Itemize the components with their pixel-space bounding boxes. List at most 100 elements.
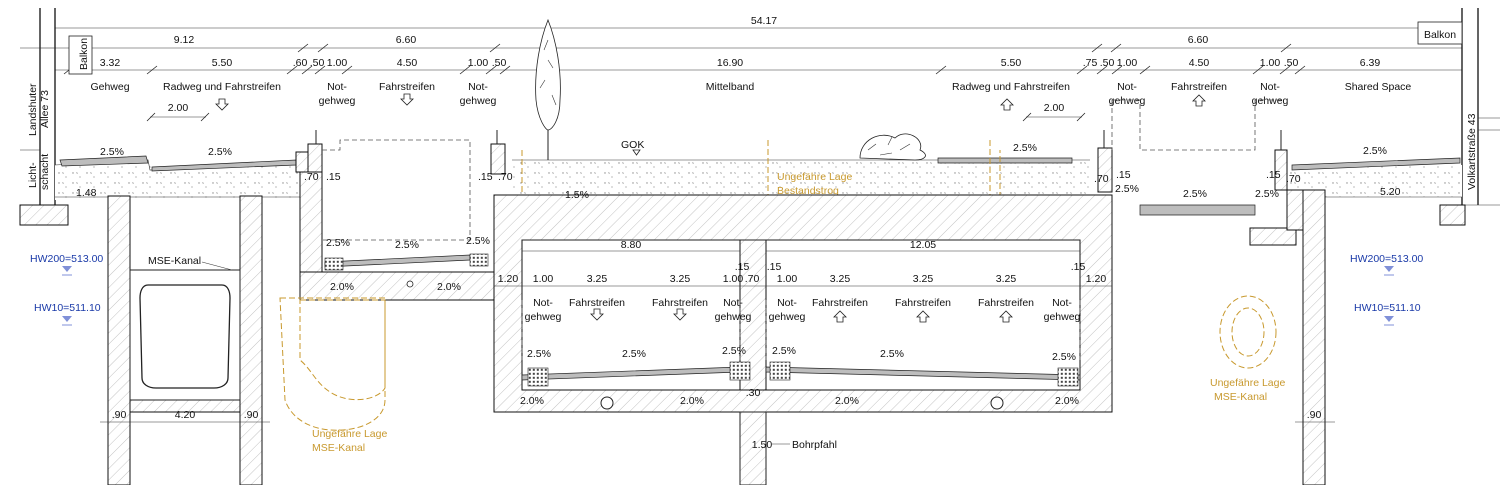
arrow-up-icon bbox=[999, 310, 1013, 323]
lichtschacht-line-1: Licht- bbox=[27, 162, 39, 188]
drain-pipe-icon bbox=[406, 280, 414, 288]
wall-dim-3: .15 bbox=[735, 261, 750, 273]
slope-labels: 2.5% 2.5% 2.5% 2.5% 2.5% 1.5% 2.5% 2.5% … bbox=[100, 142, 1387, 407]
right-building: Balkon Volkartstraße 43 bbox=[1417, 8, 1500, 226]
zone-notgehweg-right2-b: gehweg bbox=[1252, 95, 1289, 107]
slope-16: 2.5% bbox=[722, 345, 746, 357]
slope-6: 1.5% bbox=[565, 189, 589, 201]
zone-fahrstreifen-right: Fahrstreifen bbox=[1171, 81, 1227, 93]
right-shaft: .90 bbox=[1286, 189, 1335, 485]
wall-dim-4: .70 bbox=[745, 273, 760, 285]
seg-dim-9: 16.90 bbox=[717, 57, 743, 69]
wall-dim-6: 1.00 bbox=[723, 273, 744, 285]
note-mse-right-2: MSE-Kanal bbox=[1214, 391, 1267, 403]
zone-radweg-right: Radweg und Fahrstreifen bbox=[952, 81, 1070, 93]
seg-dim-17: 6.39 bbox=[1360, 57, 1381, 69]
sub-dimensions: 2.00 2.00 bbox=[146, 102, 1086, 122]
direction-arrows bbox=[215, 93, 1206, 111]
left-mse-label: MSE-Kanal bbox=[148, 255, 201, 267]
sub-dim-left: 2.00 bbox=[168, 102, 189, 114]
tunnel-label-4: Fahrstreifen bbox=[652, 297, 708, 309]
note-mse-left-2: MSE-Kanal bbox=[312, 442, 365, 454]
arrow-up-icon bbox=[833, 310, 847, 323]
lichtschacht-line-2: schacht bbox=[39, 154, 51, 190]
lane-dim-1: 3.25 bbox=[587, 273, 608, 285]
slope-3: 2.5% bbox=[326, 237, 350, 249]
tunnel-label-10: Fahrstreifen bbox=[895, 297, 951, 309]
slope-15: 2.5% bbox=[622, 348, 646, 360]
arrow-down-icon bbox=[215, 98, 229, 111]
note-trog-line-2: Bestandstrog bbox=[777, 185, 839, 197]
slope-18: 2.5% bbox=[1052, 351, 1076, 363]
pile-label: Bohrpfahl bbox=[792, 439, 837, 451]
small-dim-8: .70 bbox=[1286, 173, 1301, 185]
vehicle-clearance-outlines bbox=[322, 99, 1282, 241]
tunnel-label-9: Fahrstreifen bbox=[812, 297, 868, 309]
water-level-marker-icon bbox=[1384, 316, 1394, 322]
drain-grate-icon bbox=[729, 361, 751, 381]
water-levels: HW200=513.00 HW10=511.10 HW200=513.00 HW… bbox=[30, 253, 1423, 326]
lane-dim-5: 3.25 bbox=[996, 273, 1017, 285]
wall-dim-9: 1.20 bbox=[1086, 273, 1107, 285]
left-mse-approx: Ungefähre Lage MSE-Kanal bbox=[279, 297, 387, 454]
tunnel-label-2: gehweg bbox=[525, 311, 562, 323]
slope-mid: 2.5% bbox=[880, 348, 904, 360]
tunnel-label-6: gehweg bbox=[715, 311, 752, 323]
surface-left bbox=[54, 130, 506, 200]
slope-13: 2.0% bbox=[330, 281, 354, 293]
lane-dim-3: 3.25 bbox=[830, 273, 851, 285]
small-dim-1: .70 bbox=[304, 171, 319, 183]
zone-notgehweg-right-b: gehweg bbox=[1109, 95, 1146, 107]
gok-marker-icon bbox=[632, 149, 641, 156]
left-ramp-structure bbox=[299, 171, 495, 301]
shrub-icon bbox=[859, 133, 926, 161]
tunnel-labels: Not- gehweg Fahrstreifen Fahrstreifen No… bbox=[525, 297, 1081, 323]
right-footing bbox=[1439, 204, 1466, 226]
seg-dim-15: 1.00 bbox=[1260, 57, 1281, 69]
right-hw10: HW10=511.10 bbox=[1354, 302, 1421, 314]
seg-dim-14: 4.50 bbox=[1189, 57, 1210, 69]
slope-1: 2.5% bbox=[100, 146, 124, 158]
seg-dim-12: .50 bbox=[1100, 57, 1115, 69]
slope-17: 2.5% bbox=[772, 345, 796, 357]
small-dim-3: .15 bbox=[478, 171, 493, 183]
left-mse-shaft: MSE-Kanal .90 4.20 .90 bbox=[100, 195, 270, 485]
seg-dim-11: .75 bbox=[1083, 57, 1098, 69]
slope-20: 2.0% bbox=[680, 395, 704, 407]
zone-shared-space: Shared Space bbox=[1345, 81, 1412, 93]
tunnel-label-13: gehweg bbox=[1044, 311, 1081, 323]
tunnel-dimensions: 8.80 12.05 1.20 1.00 .15 .70 .15 1.00 1.… bbox=[494, 239, 1112, 287]
drain-grate-icon bbox=[769, 361, 791, 381]
dim-left-6: 6.60 bbox=[396, 34, 417, 46]
slope-10: 2.5% bbox=[1255, 188, 1279, 200]
zone-radweg-left: Radweg und Fahrstreifen bbox=[163, 81, 281, 93]
left-shaft-dim-3: .90 bbox=[244, 409, 259, 421]
seg-dim-3: .60 bbox=[293, 57, 308, 69]
overall-width-label: 54.17 bbox=[751, 15, 777, 27]
seg-dim-7: 1.00 bbox=[468, 57, 489, 69]
wall-dim-8: .15 bbox=[1071, 261, 1086, 273]
arrow-down-icon bbox=[590, 308, 604, 321]
arrow-up-icon bbox=[916, 310, 930, 323]
overall-dimension: 54.17 bbox=[54, 15, 1463, 35]
small-dim-9: 1.48 bbox=[76, 187, 97, 199]
water-level-marker-icon bbox=[62, 266, 72, 272]
note-mse-left-1: Ungefähre Lage bbox=[312, 428, 387, 440]
left-balcony-label: Balkon bbox=[78, 38, 90, 70]
seg-dim-13: 1.00 bbox=[1117, 57, 1138, 69]
tree-icon bbox=[535, 18, 561, 160]
left-hw200: HW200=513.00 bbox=[30, 253, 103, 265]
arrow-up-icon bbox=[1000, 98, 1014, 111]
slope-19: 2.0% bbox=[520, 395, 544, 407]
slope-4: 2.5% bbox=[395, 239, 419, 251]
small-dim-10: 5.20 bbox=[1380, 186, 1401, 198]
zone-notgehweg-left2-b: gehweg bbox=[460, 95, 497, 107]
arrow-up-icon bbox=[1192, 94, 1206, 107]
seg-dim-2: 5.50 bbox=[212, 57, 233, 69]
seg-dim-8: .50 bbox=[492, 57, 507, 69]
right-address: Volkartstraße 43 bbox=[1466, 113, 1478, 190]
top-dimension-chain: 9.12 6.60 6.60 bbox=[55, 34, 1462, 53]
zone-notgehweg-left-a: Not- bbox=[327, 81, 347, 93]
tunnel-label-1: Not- bbox=[533, 297, 553, 309]
